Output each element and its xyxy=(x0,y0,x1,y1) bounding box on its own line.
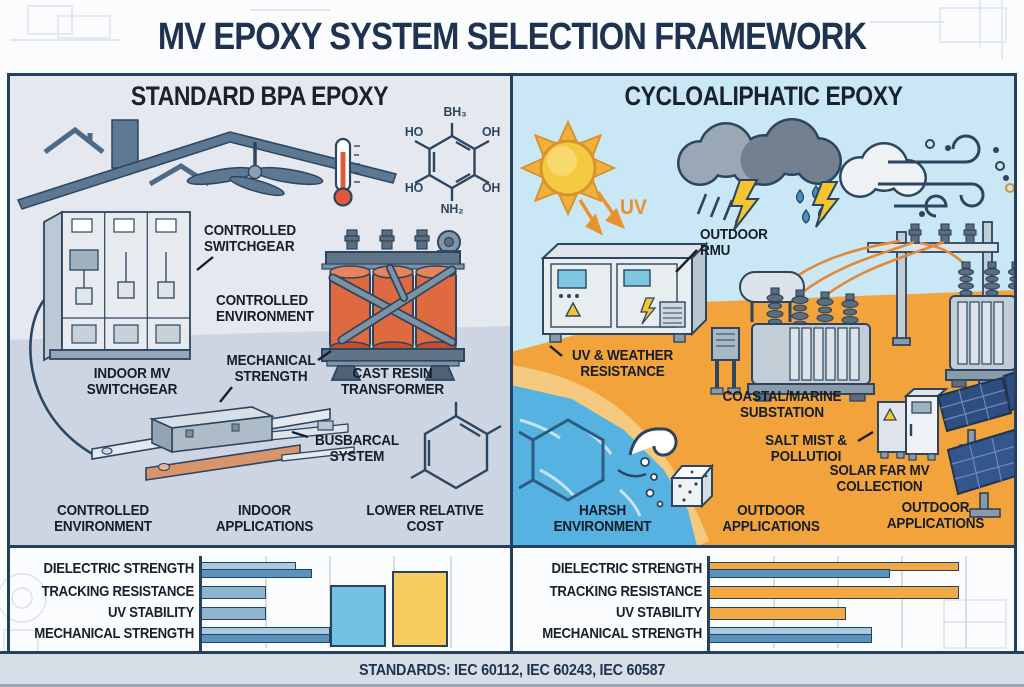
left-chart-category-dielectric: DIELECTRIC STRENGTH xyxy=(43,560,195,577)
right-panel-header: CYCLOALIPHATIC EPOXY xyxy=(624,81,903,111)
left-panel-header: STANDARD BPA EPOXY xyxy=(130,81,389,111)
relative-cost-column-1 xyxy=(392,571,448,647)
benzene-ring-icon xyxy=(414,123,490,201)
busbar-illustration xyxy=(91,406,355,481)
uv-arrows-icon xyxy=(578,191,626,236)
solar-panels-illustration xyxy=(936,370,1016,518)
house-icon xyxy=(43,126,105,155)
page-title: MV EPOXY SYSTEM SELECTION FRAMEWORK xyxy=(157,16,867,58)
footer-top-border xyxy=(0,651,1024,654)
roof-icon xyxy=(16,119,397,210)
callout-indoor-mv-switchgear: INDOOR MV SWITCHGEAR xyxy=(86,365,178,399)
callout-busbar-system: BUSBARCAL SYSTEM xyxy=(315,432,399,466)
thermometer-icon xyxy=(333,137,360,207)
right-chart-axis xyxy=(707,556,710,651)
left-panel-illustration xyxy=(8,119,511,546)
storm-clouds-icon xyxy=(677,118,927,198)
hexagon-icon xyxy=(410,402,502,490)
left-chart-bars xyxy=(201,554,501,651)
callout-outdoor-rmu: OUTDOOR RMU xyxy=(700,226,768,260)
hexagon-outline-icon xyxy=(518,418,605,502)
relative-cost-column-0 xyxy=(330,585,386,647)
left-chart-category-mechanical: MECHANICAL STRENGTH xyxy=(34,625,195,642)
standards-footer: STANDARDS: IEC 60112, IEC 60243, IEC 605… xyxy=(0,654,1024,687)
right-chart-category-mechanical: MECHANICAL STRENGTH xyxy=(542,625,702,642)
frame-right-border xyxy=(1014,73,1017,653)
callout-cast-resin-transformer: CAST RESIN TRANSFORMER xyxy=(340,365,445,399)
callout-pointer-lines-right xyxy=(549,249,874,443)
chem-label-ho-top: HO xyxy=(404,124,424,139)
second-transformer-illustration xyxy=(945,261,1016,388)
right-bottom-label-harsh-environment: HARSH ENVIRONMENT xyxy=(553,502,652,536)
rain-icon xyxy=(696,184,827,224)
right-bottom-label-outdoor-applications-2: OUTDOOR APPLICATIONS xyxy=(886,499,985,533)
chem-label-ho-bottom: HO xyxy=(404,180,424,195)
chem-label-oh-bottom: OH xyxy=(481,180,501,195)
sun-icon xyxy=(519,119,617,217)
bottom-edge xyxy=(0,684,1024,687)
switchgear-illustration xyxy=(29,210,191,458)
callout-uv-weather-resistance: UV & WEATHER RESISTANCE xyxy=(571,347,674,381)
callout-solar-farm-mv-collection: SOLAR FAR MV COLLECTION xyxy=(829,462,930,496)
right-chart-category-dielectric: DIELECTRIC STRENGTH xyxy=(551,560,703,577)
lightning-icon xyxy=(729,179,841,231)
chem-label-bh3: BH₃ xyxy=(443,104,467,119)
left-chart-axis xyxy=(199,556,202,651)
standards-text: STANDARDS: IEC 60112, IEC 60243, IEC 605… xyxy=(358,661,666,679)
mv-cabinets-illustration xyxy=(877,388,949,461)
callout-pointer-lines xyxy=(196,256,332,439)
frame-left-border xyxy=(7,73,10,653)
uv-label: UV xyxy=(620,196,647,219)
cast-resin-transformer-illustration xyxy=(321,229,465,381)
right-chart-category-tracking: TRACKING RESISTANCE xyxy=(549,583,703,600)
right-chart-category-uv: UV STABILITY xyxy=(615,604,702,621)
right-panel-illustration xyxy=(511,118,1016,546)
coastal-transformer-illustration xyxy=(710,271,875,402)
wind-icon xyxy=(878,134,1015,218)
left-bottom-label-lower-relative-cost: LOWER RELATIVE COST xyxy=(366,502,484,536)
left-chart-category-tracking: TRACKING RESISTANCE xyxy=(41,583,195,600)
salt-cube-icon xyxy=(640,457,715,509)
right-chart-bars xyxy=(709,554,1009,651)
callout-mechanical-strength: MECHANICAL STRENGTH xyxy=(226,352,316,386)
callout-salt-mist-pollution: SALT MIST & POLLUTIOI xyxy=(765,432,847,466)
right-bottom-label-outdoor-applications-1: OUTDOOR APPLICATIONS xyxy=(722,502,820,536)
left-bottom-label-indoor-applications: INDOOR APPLICATIONS xyxy=(215,502,314,536)
chem-label-nh2: NH₂ xyxy=(440,201,464,216)
callout-coastal-marine-substation: COASTAL/MARINE SUBSTATION xyxy=(722,388,842,422)
left-bottom-label-controlled-environment: CONTROLLED ENVIRONMENT xyxy=(54,502,152,536)
center-divider xyxy=(509,73,513,653)
left-chart-category-uv: UV STABILITY xyxy=(107,604,194,621)
callout-controlled-switchgear: CONTROLLED SWITCHGEAR xyxy=(204,222,296,256)
callout-controlled-environment: CONTROLLED ENVIRONMENT xyxy=(216,292,314,326)
wave-icon xyxy=(617,427,678,478)
rmu-cabinet-illustration xyxy=(540,241,709,343)
chem-label-oh-top: OH xyxy=(481,124,501,139)
ceiling-fan-icon xyxy=(186,142,324,197)
